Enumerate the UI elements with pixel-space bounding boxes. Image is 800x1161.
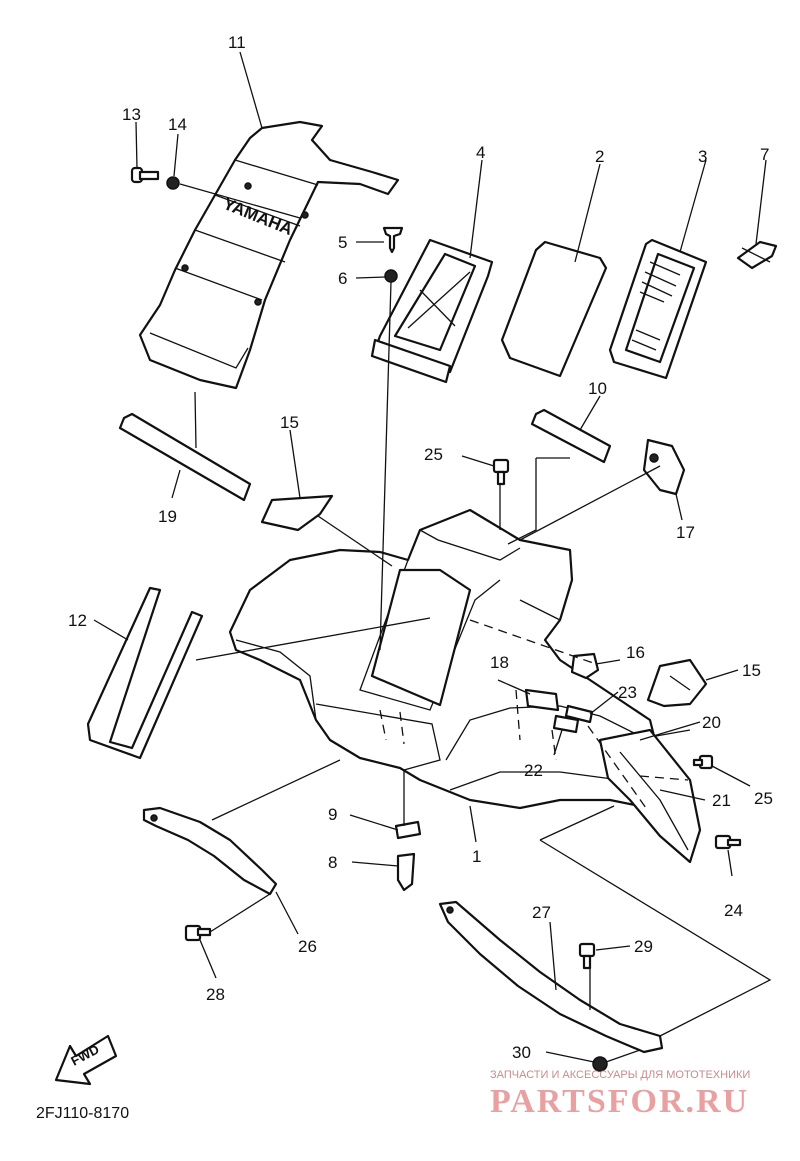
- part-8-grommet: [396, 852, 416, 892]
- part-19-foam-strip: [118, 412, 252, 502]
- callout-22: 22: [524, 761, 543, 780]
- callout-17: 17: [676, 523, 695, 542]
- part-3-mesh-panel: [608, 238, 708, 380]
- part-28-bolt: [184, 924, 212, 942]
- callout-27: 27: [532, 903, 551, 922]
- part-22-pad: [552, 714, 580, 734]
- callout-23: 23: [618, 683, 637, 702]
- callout-21: 21: [712, 791, 731, 810]
- callout-26: 26: [298, 937, 317, 956]
- part-30-nut: [592, 1056, 608, 1072]
- diagram-code: 2FJ110-8170: [36, 1105, 129, 1122]
- callout-8: 8: [328, 853, 337, 872]
- part-12-edge-trim: [86, 586, 204, 760]
- part-13-bolt: [130, 166, 160, 184]
- part-29-bolt: [578, 942, 596, 970]
- part-18-pad: [524, 688, 560, 712]
- callout-labels: 1 2 3 4 5 6 7 8 9 10 11 12 13 14 15 15 1…: [68, 33, 773, 1062]
- part-16-cap: [570, 652, 600, 680]
- callout-6: 6: [338, 269, 347, 288]
- callout-24: 24: [724, 901, 743, 920]
- callout-12: 12: [68, 611, 87, 630]
- callout-5: 5: [338, 233, 347, 252]
- fwd-arrow-icon: FWD: [54, 1034, 118, 1086]
- callout-1: 1: [472, 847, 481, 866]
- part-15-bracket-right: [646, 658, 708, 708]
- part-25-bolt-top: [492, 458, 510, 486]
- part-2-lens-panel: [500, 240, 608, 378]
- part-5-screw: [382, 226, 404, 254]
- part-11-front-cover: YAMAHA: [138, 120, 400, 390]
- callout-11: 11: [228, 33, 246, 52]
- leader-lines: [93, 51, 772, 1063]
- callout-28: 28: [206, 985, 225, 1004]
- watermark: ЗАПЧАСТИ И АКСЕССУАРЫ ДЛЯ МОТОТЕХНИКИ PA…: [490, 1069, 750, 1120]
- part-27-stay-right: [438, 900, 664, 1054]
- callout-30: 30: [512, 1043, 531, 1062]
- callout-2: 2: [595, 147, 604, 166]
- part-9-clip: [394, 820, 422, 840]
- part-17-grommet: [642, 438, 686, 496]
- part-15-sheet-left: [260, 494, 334, 532]
- watermark-site: PARTSFOR.RU: [490, 1083, 749, 1120]
- part-10-foam-strip: [530, 408, 612, 464]
- callout-25-right: 25: [754, 789, 773, 808]
- callout-29: 29: [634, 937, 653, 956]
- part-24-bolt: [714, 834, 742, 850]
- callout-9: 9: [328, 805, 337, 824]
- part-6-nut: [384, 269, 398, 283]
- callout-10: 10: [588, 379, 607, 398]
- callout-3: 3: [698, 147, 707, 166]
- part-7-clip: [736, 240, 778, 270]
- callout-15-right: 15: [742, 661, 761, 680]
- part-20-fender-flap: [598, 728, 702, 864]
- callout-25-top: 25: [424, 445, 443, 464]
- callout-15-left: 15: [280, 413, 299, 432]
- callout-4: 4: [476, 143, 485, 162]
- callout-14: 14: [168, 115, 187, 134]
- callout-16: 16: [626, 643, 645, 662]
- part-1-front-fender: [228, 508, 682, 812]
- part-26-stay-left: [142, 806, 278, 896]
- part-23-pad: [564, 704, 594, 724]
- callout-7: 7: [760, 145, 769, 164]
- part-14-nut: [166, 176, 180, 190]
- callout-18: 18: [490, 653, 509, 672]
- part-25-bolt-right: [692, 754, 714, 770]
- watermark-tagline: ЗАПЧАСТИ И АКСЕССУАРЫ ДЛЯ МОТОТЕХНИКИ: [490, 1069, 750, 1081]
- callout-19: 19: [158, 507, 177, 526]
- part-4-bracket-frame: [370, 238, 494, 384]
- callout-13: 13: [122, 105, 141, 124]
- callout-20: 20: [702, 713, 721, 732]
